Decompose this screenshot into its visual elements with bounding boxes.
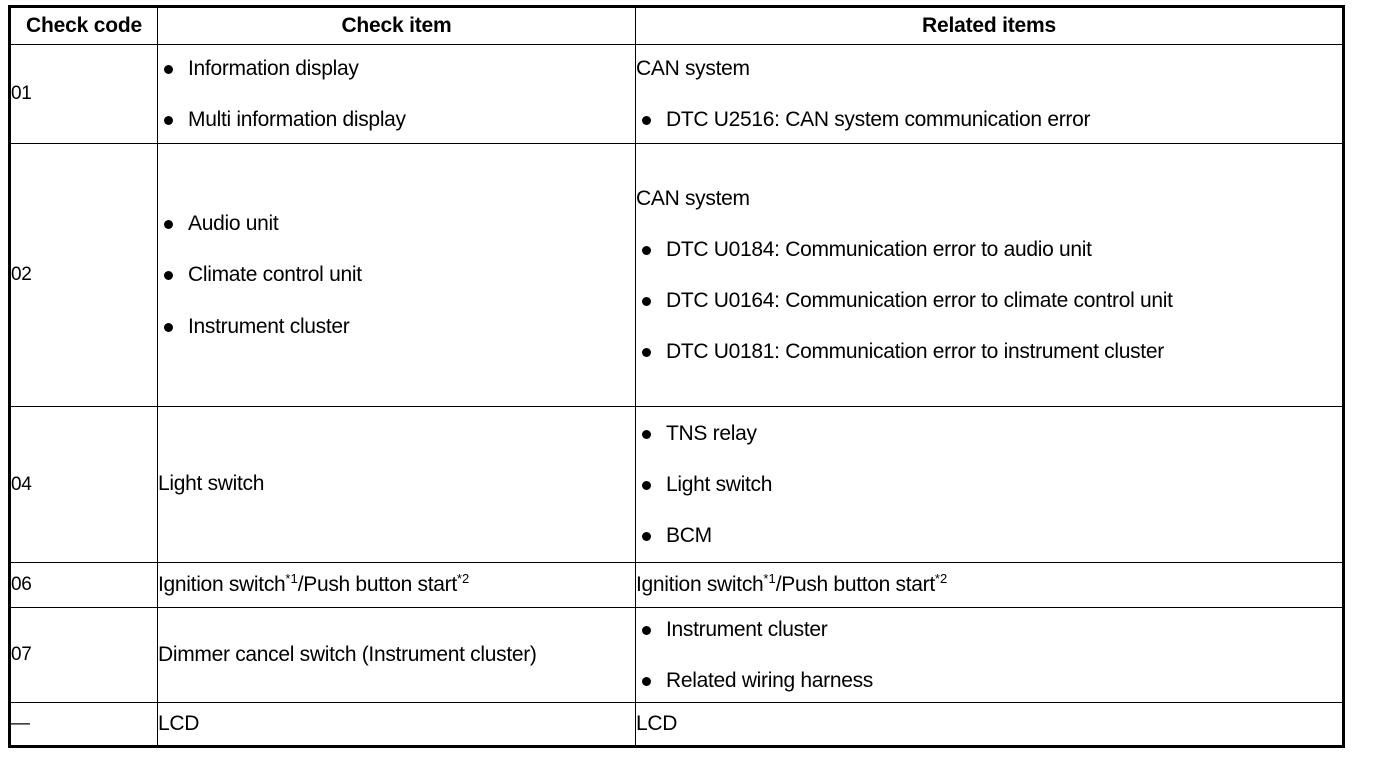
list-item: Instrument cluster xyxy=(158,314,635,339)
list-item: DTC U0181: Communication error to instru… xyxy=(636,339,1342,364)
check-item-text: Dimmer cancel switch (Instrument cluster… xyxy=(157,607,636,703)
check-code-value: 06 xyxy=(8,562,158,608)
table-row: 06 Ignition switch*1/Push button start*2… xyxy=(8,562,1345,608)
table-header-row: Check code Check item Related items xyxy=(8,5,1345,45)
list-item: Information display xyxy=(158,56,635,81)
check-code-table: Check code Check item Related items 01 I… xyxy=(8,5,1345,748)
list-item: Related wiring harness xyxy=(636,668,1342,693)
list-item: Climate control unit xyxy=(158,262,635,287)
check-item-cell: Information display Multi information di… xyxy=(157,44,636,144)
check-code-value: 04 xyxy=(8,406,158,563)
check-item-text-part-a: Ignition switch xyxy=(158,572,286,596)
list-item: Light switch xyxy=(636,472,1342,497)
check-item-text: Light switch xyxy=(157,406,636,563)
check-item-list: Information display Multi information di… xyxy=(158,56,635,132)
table-row: 01 Information display Multi information… xyxy=(8,44,1345,144)
table-row: — LCD LCD xyxy=(8,702,1345,748)
column-header-related-items: Related items xyxy=(635,5,1345,45)
related-items-list: DTC U2516: CAN system communication erro… xyxy=(636,107,1342,132)
footnote-marker-1: *1 xyxy=(285,570,298,586)
check-item-list: Audio unit Climate control unit Instrume… xyxy=(158,211,635,339)
list-item: Instrument cluster xyxy=(636,617,1342,642)
related-items-cell: TNS relay Light switch BCM xyxy=(635,406,1345,563)
list-item: DTC U2516: CAN system communication erro… xyxy=(636,107,1342,132)
column-header-check-code: Check code xyxy=(8,5,158,45)
related-items-list: TNS relay Light switch BCM xyxy=(636,421,1342,549)
related-items-list: DTC U0184: Communication error to audio … xyxy=(636,237,1342,365)
check-item-text: LCD xyxy=(157,702,636,748)
related-items-cell: CAN system DTC U0184: Communication erro… xyxy=(635,143,1345,407)
list-item: BCM xyxy=(636,523,1342,548)
check-code-value: — xyxy=(8,702,158,748)
table-row: 04 Light switch TNS relay Light switch B… xyxy=(8,406,1345,563)
related-items-lead: CAN system xyxy=(636,186,750,210)
list-item: Multi information display xyxy=(158,107,635,132)
related-items-text-part-b: /Push button start xyxy=(775,572,936,596)
related-items-text: Ignition switch*1/Push button start*2 xyxy=(635,562,1345,608)
table-row: 07 Dimmer cancel switch (Instrument clus… xyxy=(8,607,1345,703)
check-code-value: 02 xyxy=(8,143,158,407)
list-item: DTC U0184: Communication error to audio … xyxy=(636,237,1342,262)
check-item-cell: Audio unit Climate control unit Instrume… xyxy=(157,143,636,407)
list-item: TNS relay xyxy=(636,421,1342,446)
column-header-check-item: Check item xyxy=(157,5,636,45)
em-dash-glyph: — xyxy=(11,713,30,734)
related-items-cell: CAN system DTC U2516: CAN system communi… xyxy=(635,44,1345,144)
footnote-marker-1: *1 xyxy=(763,570,776,586)
related-items-lead: CAN system xyxy=(636,56,750,80)
check-code-value: 07 xyxy=(8,607,158,703)
footnote-marker-2: *2 xyxy=(934,570,948,586)
list-item: Audio unit xyxy=(158,211,635,236)
related-items-list: Instrument cluster Related wiring harnes… xyxy=(636,617,1342,693)
related-items-text-part-a: Ignition switch xyxy=(636,572,764,596)
related-items-text: LCD xyxy=(635,702,1345,748)
check-item-text: Ignition switch*1/Push button start*2 xyxy=(157,562,636,608)
related-items-cell: Instrument cluster Related wiring harnes… xyxy=(635,607,1345,703)
footnote-marker-2: *2 xyxy=(456,570,470,586)
table-row: 02 Audio unit Climate control unit Instr… xyxy=(8,143,1345,407)
check-code-value: 01 xyxy=(8,44,158,144)
list-item: DTC U0164: Communication error to climat… xyxy=(636,288,1342,313)
check-item-text-part-b: /Push button start xyxy=(297,572,458,596)
